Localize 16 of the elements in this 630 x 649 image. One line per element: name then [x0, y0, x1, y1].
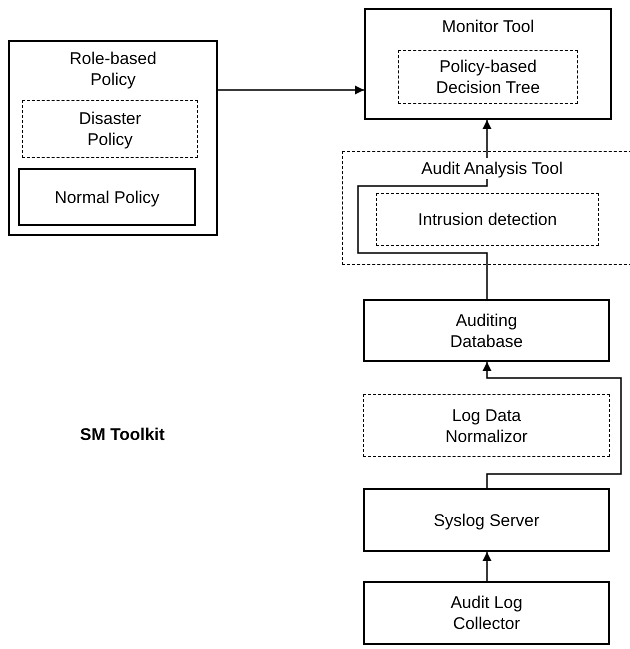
arrow — [218, 86, 364, 94]
diagram-label: SM Toolkit — [80, 425, 165, 445]
dashed-box — [342, 151, 630, 265]
dashed-box — [363, 394, 610, 457]
arrow — [482, 552, 492, 581]
arrow — [482, 362, 622, 488]
process-box — [364, 8, 612, 120]
dashed-box — [398, 50, 578, 104]
process-box — [363, 299, 610, 362]
process-box — [363, 488, 610, 552]
arrow — [357, 120, 492, 299]
process-box — [8, 40, 218, 236]
dashed-box — [22, 100, 198, 158]
process-box — [18, 168, 196, 226]
process-box — [363, 581, 610, 645]
dashed-box — [376, 193, 599, 246]
